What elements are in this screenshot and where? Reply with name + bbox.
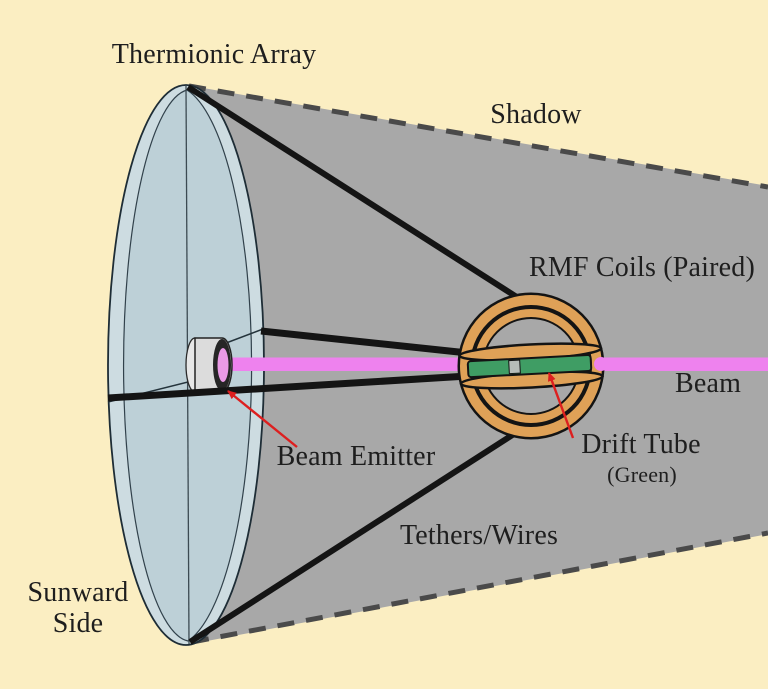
shadow-boundary-bottom-dashed-line — [191, 530, 768, 645]
tethers-group — [107, 84, 530, 645]
rmf-coil-assembly — [457, 292, 608, 440]
beam-emitter-label: Beam Emitter — [276, 441, 436, 472]
drift-tube-joint — [508, 359, 521, 375]
drift-tube-label: Drift Tube — [581, 429, 701, 460]
tether-top — [186, 84, 525, 304]
shadow-boundary-top-dashed-line — [188, 83, 768, 190]
drift-tube-sublabel: (Green) — [607, 462, 677, 487]
tethers-wires-label: Tethers/Wires — [399, 520, 559, 551]
emitter-aperture — [217, 348, 229, 382]
drift-tube-annotation-arrow — [547, 372, 575, 439]
beam-exit-cap — [594, 357, 608, 371]
tether-upper-middle — [260, 327, 469, 357]
thermionic-array-label: Thermionic Array — [111, 39, 317, 70]
beam-emitter-annotation-arrow — [227, 390, 298, 448]
beam-label: Beam — [674, 368, 742, 399]
sunward-side-label: Sunward Side — [27, 577, 129, 640]
shadow-label: Shadow — [490, 99, 582, 130]
tether-bottom — [188, 422, 530, 645]
rmf-coils-label: RMF Coils (Paired) — [528, 252, 756, 283]
drift-tube — [466, 354, 593, 379]
beam-emitter-cylinder — [185, 337, 233, 393]
tether-lower-middle — [107, 372, 469, 402]
